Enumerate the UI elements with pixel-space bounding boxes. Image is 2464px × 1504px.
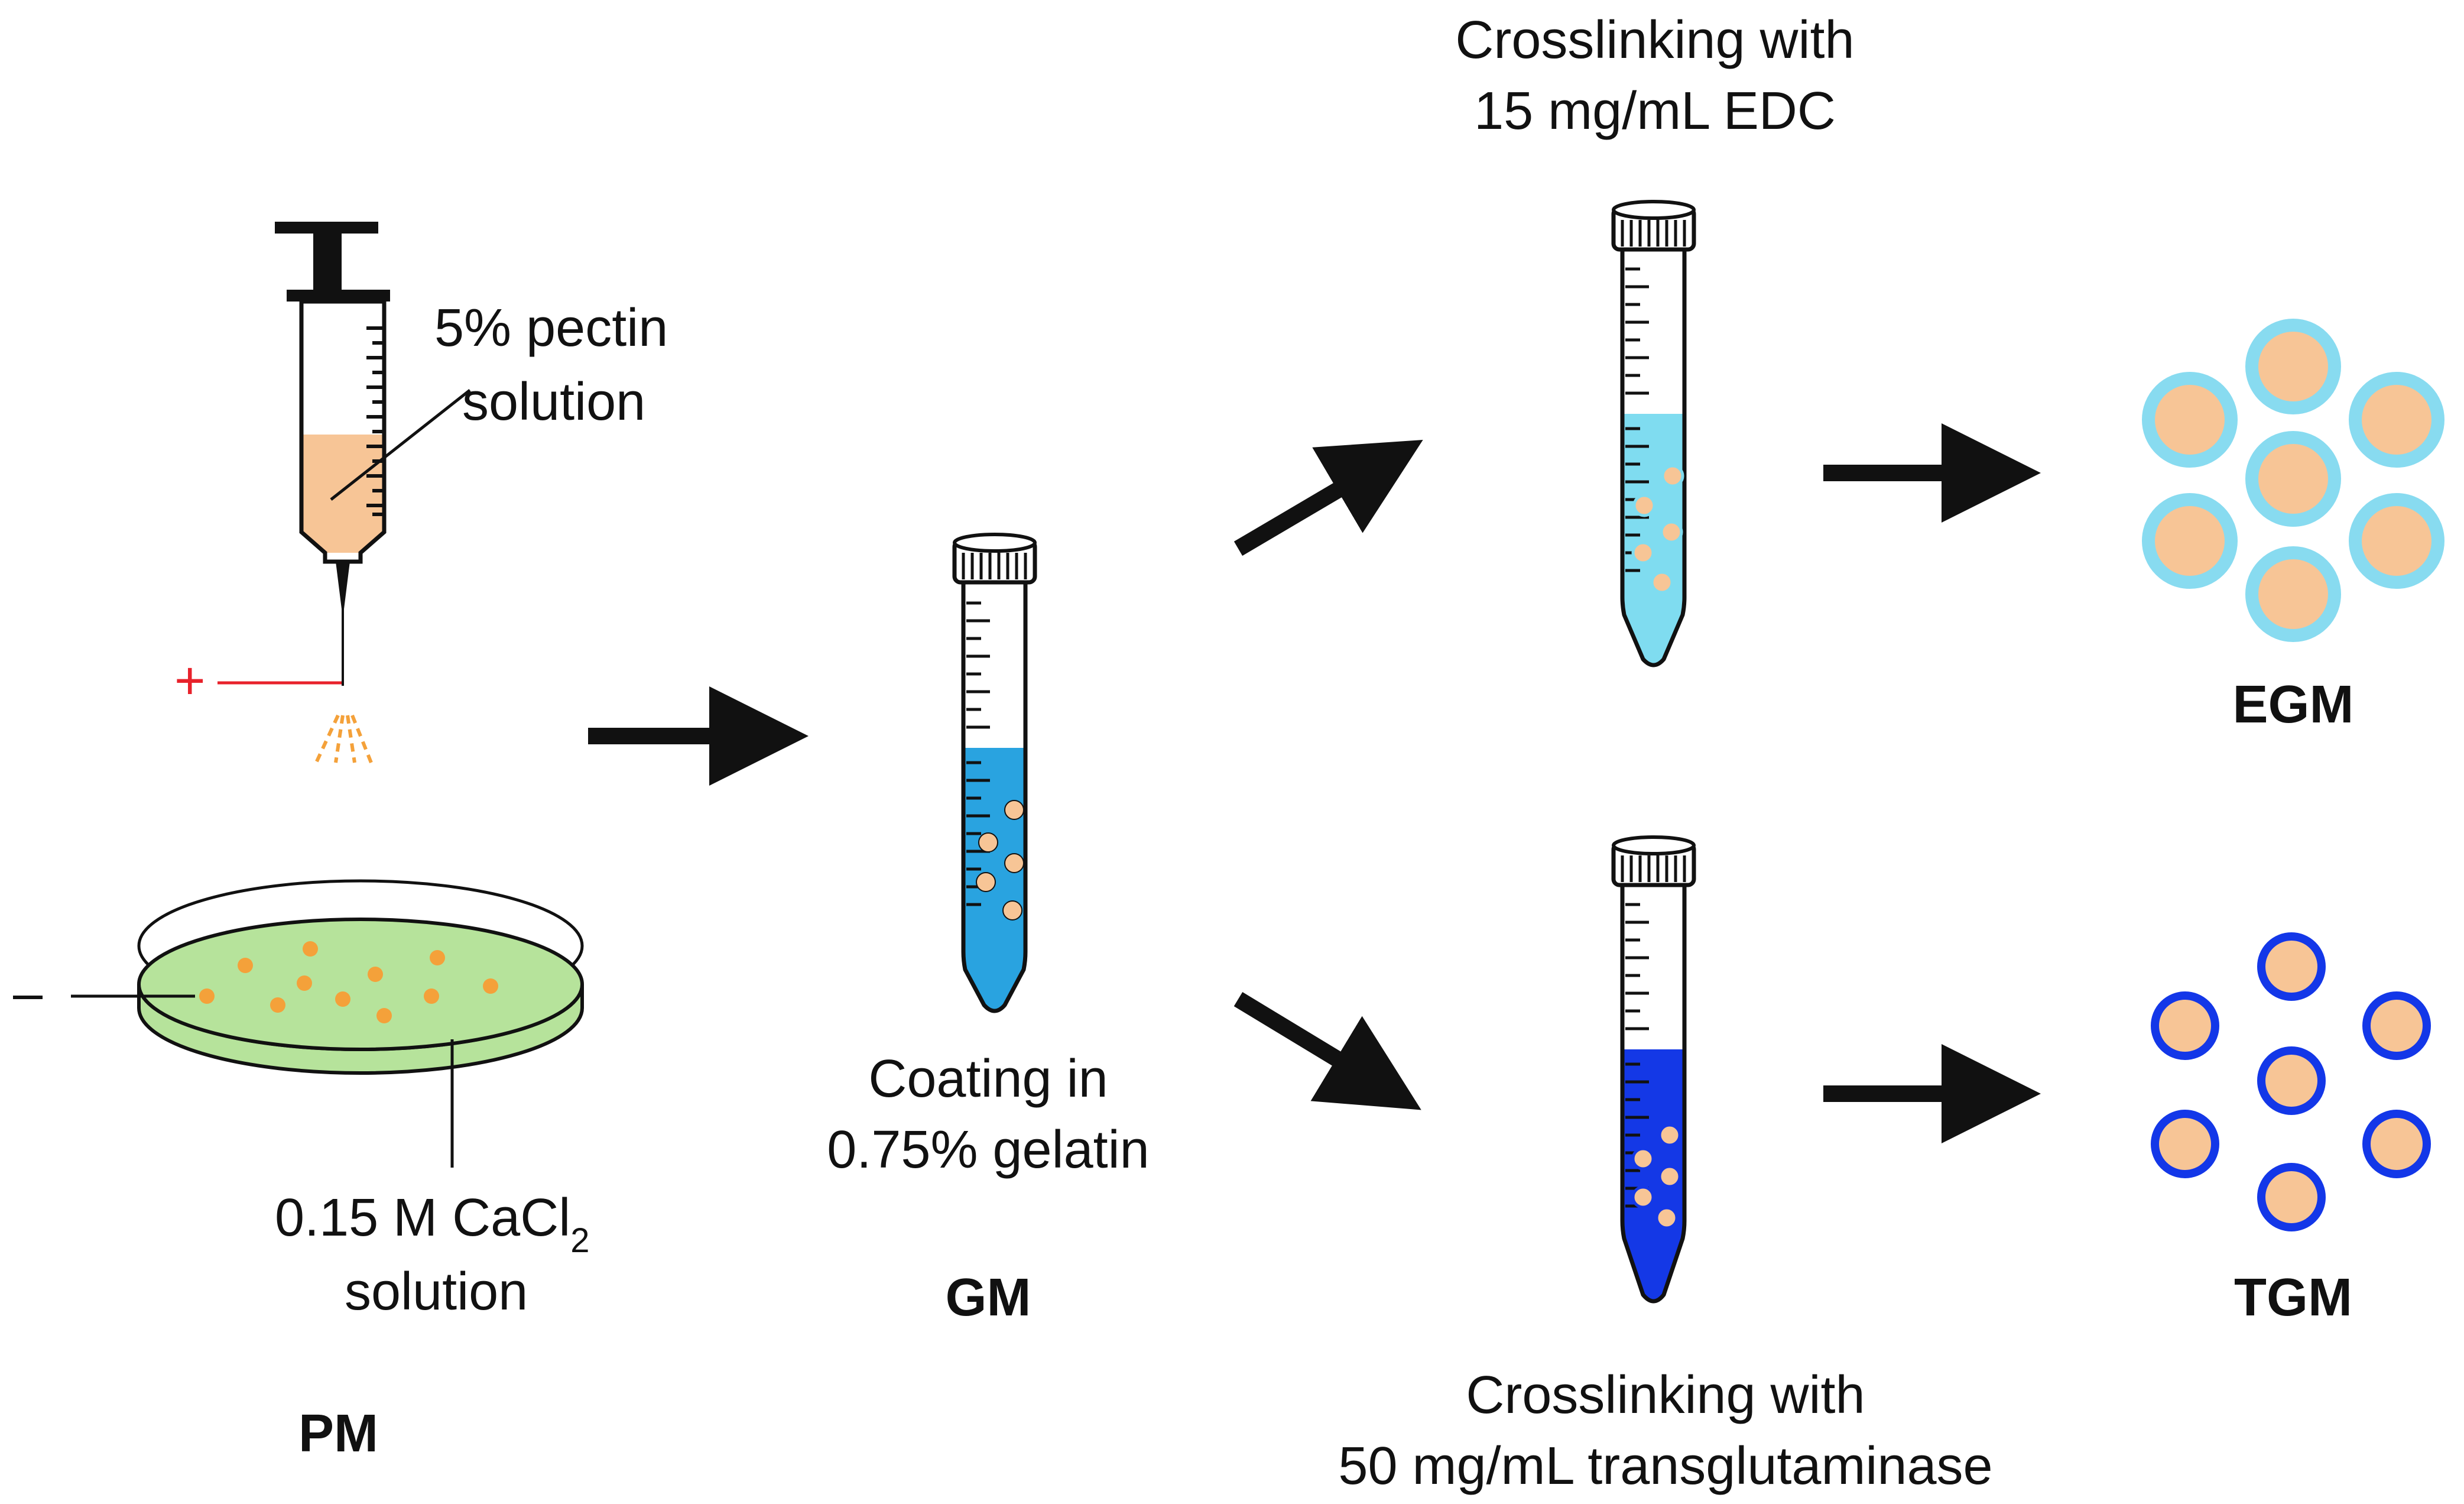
gm-tube-cap-ridges bbox=[962, 553, 1027, 579]
tgm-particle bbox=[2151, 991, 2219, 1060]
syringe-pectin-fill bbox=[301, 435, 384, 553]
edc-tube-graduations bbox=[1625, 267, 1649, 572]
edc-tube-body bbox=[1620, 246, 1687, 667]
tgm-particle bbox=[2257, 1163, 2326, 1231]
pectin-label-line1: 5% pectin bbox=[434, 299, 668, 358]
tgm-particle bbox=[2151, 1110, 2219, 1178]
electrospray-icon bbox=[314, 714, 373, 764]
dish-solution bbox=[137, 918, 584, 1051]
egm-particle bbox=[2245, 546, 2341, 642]
tgm-label: TGM bbox=[2234, 1268, 2352, 1327]
tgm-particle bbox=[2257, 932, 2326, 1001]
edc-caption-line2: 15 mg/mL EDC bbox=[1474, 82, 1836, 141]
tgase-tube-liquid bbox=[1622, 1049, 1684, 1301]
pectin-beads bbox=[199, 941, 498, 1023]
egm-particle bbox=[2245, 431, 2341, 527]
arrow-gm-to-tgase bbox=[1233, 992, 1421, 1110]
tgm-particle bbox=[2362, 1110, 2431, 1178]
process-arrows bbox=[588, 423, 2041, 1143]
gm-tube-beads bbox=[976, 800, 1024, 920]
gm-tube-body bbox=[961, 580, 1028, 1013]
syringe-needle bbox=[336, 562, 350, 686]
cacl2-label-line1: 0.15 M CaCl2 bbox=[275, 1188, 589, 1260]
tgase-tube-body bbox=[1620, 881, 1687, 1304]
petri-dish: – 0.15 M CaCl2 solution bbox=[13, 879, 589, 1321]
gm-caption-line2: 0.75% gelatin bbox=[827, 1120, 1149, 1179]
gm-tube bbox=[952, 533, 1037, 1013]
negative-sign: – bbox=[13, 964, 43, 1023]
tgm-microspheres bbox=[2151, 932, 2431, 1231]
syringe-plunger-rod bbox=[313, 234, 342, 290]
egm-particle bbox=[2142, 493, 2238, 589]
pm-label: PM bbox=[298, 1404, 378, 1463]
tgm-particle bbox=[2362, 991, 2431, 1060]
egm-microspheres bbox=[2142, 319, 2444, 642]
tgase-caption-line1: Crosslinking with bbox=[1466, 1366, 1865, 1425]
cacl2-label-line2: solution bbox=[345, 1262, 528, 1321]
gm-caption-line1: Coating in bbox=[868, 1049, 1108, 1108]
tgase-tube bbox=[1611, 835, 1696, 1304]
syringe-barrel bbox=[299, 299, 387, 564]
syringe-graduations bbox=[366, 326, 384, 516]
edc-tube-cap-top bbox=[1612, 200, 1696, 220]
arrow-gm-to-edc bbox=[1233, 439, 1423, 556]
edc-tube-cap-ridges bbox=[1621, 220, 1686, 247]
cacl2-formula: 0.15 M CaCl bbox=[275, 1188, 570, 1247]
tgase-tube-cap-top bbox=[1612, 835, 1696, 855]
tgase-tube-graduations bbox=[1625, 903, 1649, 1208]
pectin-leader-line bbox=[330, 389, 471, 501]
syringe-flange bbox=[287, 290, 390, 302]
cacl2-subscript: 2 bbox=[570, 1221, 589, 1260]
pectin-label-line2: solution bbox=[462, 372, 645, 432]
egm-particle bbox=[2142, 372, 2238, 468]
edc-tube-beads bbox=[1631, 464, 1684, 594]
egm-particle bbox=[2349, 372, 2444, 468]
positive-sign: + bbox=[174, 651, 206, 711]
tgm-particle bbox=[2257, 1046, 2326, 1115]
gm-label: GM bbox=[946, 1268, 1031, 1327]
egm-particle bbox=[2245, 319, 2341, 414]
edc-caption-line1: Crosslinking with bbox=[1455, 11, 1854, 70]
tgase-tube-cap-ridges bbox=[1621, 855, 1686, 882]
egm-label: EGM bbox=[2232, 675, 2353, 734]
tgase-caption-line2: 50 mg/mL transglutaminase bbox=[1338, 1437, 1992, 1496]
edc-tube bbox=[1611, 200, 1696, 667]
syringe: + 5% pectin solution bbox=[174, 222, 668, 764]
tgase-tube-beads bbox=[1631, 1123, 1681, 1230]
egm-particle bbox=[2349, 493, 2444, 589]
syringe-plunger-cap bbox=[275, 222, 378, 234]
gm-tube-cap-top bbox=[953, 533, 1037, 553]
